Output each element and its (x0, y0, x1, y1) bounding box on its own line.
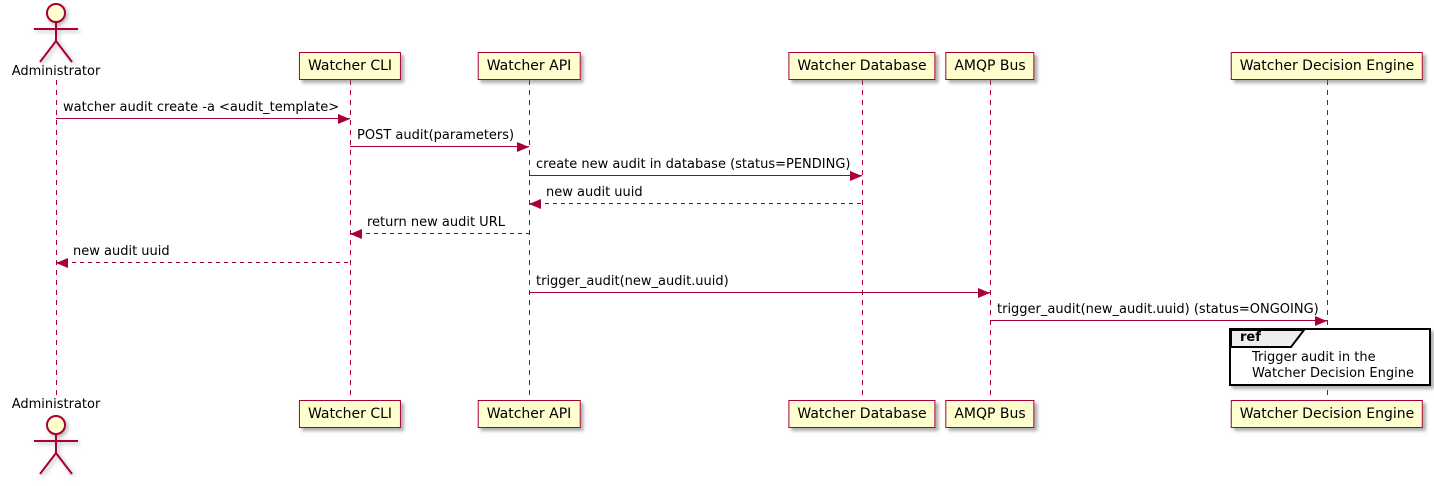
lifeline-watcher-decision-engine (1327, 80, 1329, 400)
message-line-8 (990, 320, 1327, 321)
message-label-1: watcher audit create -a <audit_template> (63, 100, 340, 115)
message-line-5 (350, 233, 529, 234)
message-line-1 (56, 118, 350, 119)
message-arrowhead-1 (338, 114, 350, 124)
participant-watcher-decision-engine-bottom: Watcher Decision Engine (1230, 400, 1424, 428)
message-arrowhead-6 (56, 258, 68, 268)
lifeline-watcher-database (862, 80, 864, 400)
message-line-6 (56, 262, 350, 263)
actor-label-administrator-top: Administrator (11, 64, 101, 79)
message-label-7: trigger_audit(new_audit.uuid) (536, 274, 729, 289)
participant-watcher-api-bottom: Watcher API (477, 400, 581, 428)
participant-watcher-database-bottom: Watcher Database (788, 400, 936, 428)
message-arrowhead-3 (850, 171, 862, 181)
message-arrowhead-8 (1315, 316, 1327, 326)
lifeline-watcher-api (529, 80, 531, 400)
message-line-7 (529, 292, 990, 293)
participant-watcher-decision-engine-top: Watcher Decision Engine (1230, 52, 1424, 80)
message-line-2 (350, 146, 529, 147)
actor-icon-administrator-top (30, 2, 82, 66)
message-label-8: trigger_audit(new_audit.uuid) (status=ON… (997, 302, 1319, 317)
ref-text-line-2: Watcher Decision Engine (1252, 366, 1414, 381)
message-arrowhead-7 (978, 288, 990, 298)
lifeline-watcher-cli (350, 80, 352, 400)
message-arrowhead-4 (529, 199, 541, 209)
message-label-3: create new audit in database (status=PEN… (536, 157, 851, 172)
message-arrowhead-2 (517, 142, 529, 152)
participant-amqp-bus-bottom: AMQP Bus (945, 400, 1035, 428)
lifeline-administrator (56, 80, 58, 400)
participant-watcher-database-top: Watcher Database (788, 52, 936, 80)
message-label-2: POST audit(parameters) (357, 128, 515, 143)
message-label-5: return new audit URL (367, 215, 505, 230)
participant-watcher-api-top: Watcher API (477, 52, 581, 80)
participant-watcher-cli-top: Watcher CLI (298, 52, 402, 80)
message-line-3 (529, 175, 862, 176)
participant-amqp-bus-top: AMQP Bus (945, 52, 1035, 80)
ref-header: ref (1230, 329, 1307, 348)
participant-watcher-cli-bottom: Watcher CLI (298, 400, 402, 428)
ref-keyword: ref (1240, 330, 1261, 345)
actor-label-administrator-bottom: Administrator (11, 397, 101, 412)
lifeline-amqp-bus (990, 80, 992, 400)
message-line-4 (529, 203, 862, 204)
actor-icon-administrator-bottom (30, 414, 82, 478)
message-label-6: new audit uuid (73, 244, 170, 259)
ref-text-line-1: Trigger audit in the (1252, 350, 1376, 365)
message-label-4: new audit uuid (546, 185, 643, 200)
message-arrowhead-5 (350, 229, 362, 239)
